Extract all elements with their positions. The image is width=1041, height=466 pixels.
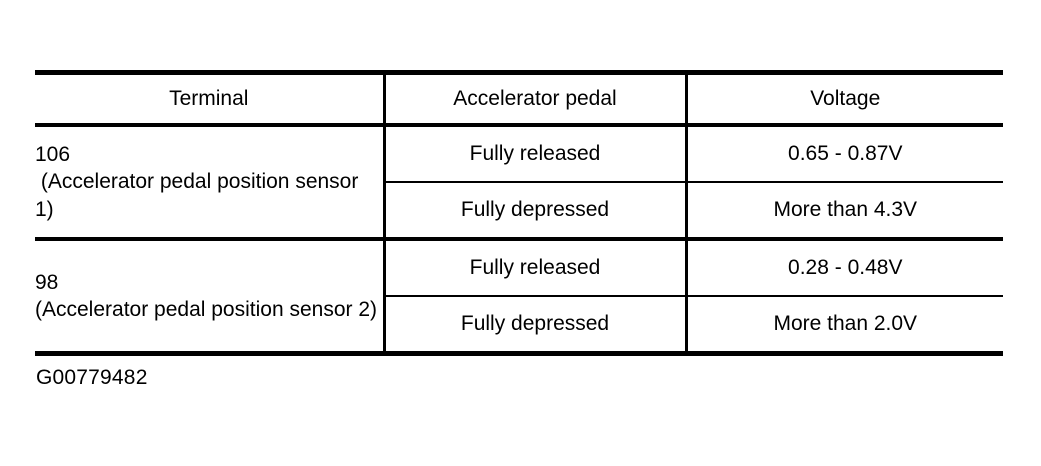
accelerator-pedal-state: Fully released	[384, 125, 688, 183]
figure-reference-code: G00779482	[36, 366, 148, 389]
table-row: 98 (Accelerator pedal position sensor 2)…	[35, 239, 1003, 356]
table-header: Terminal Accelerator pedal Voltage	[35, 70, 1003, 127]
accelerator-pedal-state: Fully depressed	[384, 182, 688, 241]
terminal-cell-98: 98 (Accelerator pedal position sensor 2)	[35, 239, 386, 356]
table-row: 106 (Accelerator pedal position sensor 1…	[35, 125, 1003, 241]
terminal-description: (Accelerator pedal position sensor 1)	[35, 170, 365, 221]
terminal-cell-106: 106 (Accelerator pedal position sensor 1…	[35, 125, 386, 241]
terminal-number: 106	[35, 143, 71, 167]
voltage-value: More than 4.3V	[686, 182, 1003, 241]
table-row: Fully depressed More than 2.0V	[35, 296, 1003, 356]
terminal-description: (Accelerator pedal position sensor 2)	[35, 298, 378, 321]
voltage-value: More than 2.0V	[686, 296, 1003, 356]
accelerator-pedal-state: Fully depressed	[384, 296, 688, 356]
terminal-number: 98	[35, 270, 59, 294]
table-body: 106 (Accelerator pedal position sensor 1…	[35, 125, 1003, 356]
column-header-terminal: Terminal	[35, 70, 386, 127]
table-header-row: Terminal Accelerator pedal Voltage	[35, 70, 1003, 127]
table-row: Fully depressed More than 4.3V	[35, 182, 1003, 241]
voltage-value: 0.28 - 0.48V	[686, 239, 1003, 297]
accelerator-pedal-voltage-table: Terminal Accelerator pedal Voltage 106 (…	[35, 70, 1003, 356]
voltage-value: 0.65 - 0.87V	[686, 125, 1003, 183]
column-header-voltage: Voltage	[686, 70, 1003, 127]
accelerator-pedal-state: Fully released	[384, 239, 688, 297]
column-header-accelerator-pedal: Accelerator pedal	[384, 70, 688, 127]
